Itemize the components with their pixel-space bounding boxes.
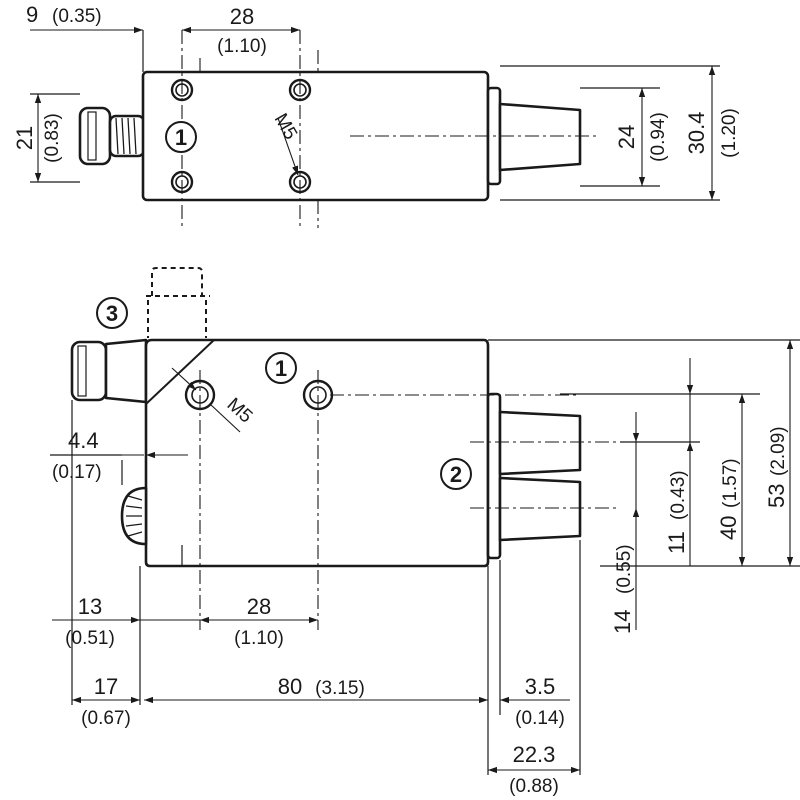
dim-28-side-inch: (1.10) (234, 628, 284, 649)
side-callout-3: 3 (96, 297, 128, 329)
side-flange (486, 392, 502, 560)
top-callout-1-text: 1 (175, 125, 187, 150)
dim-9-label: 9 (26, 2, 38, 27)
dim-17-label: 17 (94, 674, 118, 699)
dim-4-4-inch: (0.17) (52, 462, 102, 483)
dim-40-label: 40 (716, 516, 741, 540)
dim-11-inch: (0.43) (668, 470, 689, 520)
dim-28-side-label: 28 (247, 594, 271, 619)
dim-4-4-label: 4.4 (68, 428, 99, 453)
dim-80-inch: (3.15) (315, 678, 365, 699)
dashed-connector (146, 267, 210, 338)
side-callout-3-text: 3 (106, 301, 118, 326)
side-output-lower (498, 476, 582, 542)
side-connector (70, 338, 148, 404)
dim-9-inch: (0.35) (52, 6, 102, 27)
dim-53-label: 53 (764, 484, 789, 508)
dim-3-5-inch: (0.14) (515, 708, 565, 729)
dim-21-inch: (0.83) (42, 113, 63, 163)
dim-21-label: 21 (12, 126, 37, 150)
side-callout-1-text: 1 (275, 356, 287, 381)
top-callout-1: 1 (165, 121, 197, 153)
side-knurl-wheel (120, 486, 148, 546)
side-output-upper (498, 410, 582, 476)
dim-14-label: 14 (610, 610, 635, 634)
top-view: 1 M5 9 (0.35) 28 (1.10) 21 (0.83) 24 (0.… (12, 2, 740, 230)
side-callout-2: 2 (440, 458, 472, 490)
dim-17-inch: (0.67) (81, 708, 131, 729)
dim-22-3-inch: (0.88) (509, 776, 559, 797)
dim-40-inch: (1.57) (720, 458, 741, 508)
side-callout-1: 1 (265, 352, 297, 384)
dim-24-label: 24 (614, 125, 639, 149)
dim-11-label: 11 (664, 531, 689, 554)
dim-53-inch: (2.09) (768, 426, 789, 476)
dim-30-4-label: 30.4 (684, 112, 709, 155)
top-nozzle (498, 102, 582, 172)
dim-22-3-label: 22.3 (513, 742, 556, 767)
dim-13-label: 13 (78, 594, 102, 619)
dim-80-label: 80 (278, 674, 302, 699)
dim-14-inch: (0.55) (614, 544, 635, 594)
side-callout-2-text: 2 (450, 462, 462, 487)
dim-28-top-label: 28 (230, 4, 254, 29)
side-housing (144, 338, 490, 568)
dim-30-4-inch: (1.20) (719, 108, 740, 158)
side-view: 1 2 3 M5 4.4 (0.17) 13 (0.51) 28 (1. (50, 267, 800, 797)
dim-3-5-label: 3.5 (525, 674, 556, 699)
top-connector (78, 106, 146, 166)
dim-28-top-inch: (1.10) (217, 36, 267, 57)
dim-13-inch: (0.51) (65, 628, 115, 649)
dim-24-inch: (0.94) (648, 112, 669, 162)
